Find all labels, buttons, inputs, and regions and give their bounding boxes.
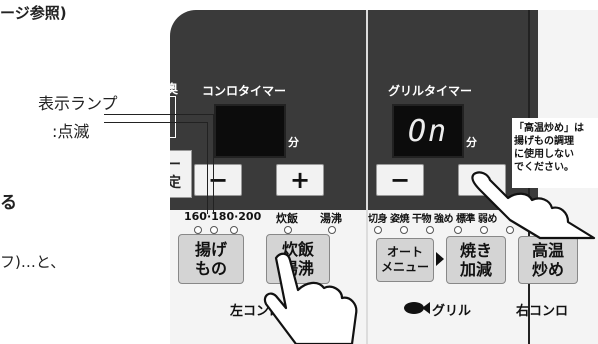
pressing-hand-icon xyxy=(471,171,596,240)
right-burner-label: 右コンロ xyxy=(516,304,569,319)
warning-note: 「高温炒め」は 揚げもの調理 に使用しない でください。 xyxy=(514,122,598,174)
stove-timer-label: コンロタイマー xyxy=(202,84,287,98)
grill-mode-label: 強め xyxy=(433,214,454,225)
back-burner-label: 奥 xyxy=(170,82,179,96)
temperature-labels: 160·180·200 xyxy=(184,210,262,223)
stove-timer-unit: 分 xyxy=(288,136,299,149)
stir-fry-label: 炒め xyxy=(531,260,564,279)
grill-mode-label: 切身 xyxy=(368,214,388,225)
temp-lamp-160 xyxy=(194,226,202,234)
deep-fry-button[interactable]: 揚げ もの xyxy=(178,234,244,284)
warning-note-line: でください。 xyxy=(514,162,574,173)
grill-mode-label: 標準 xyxy=(455,214,476,225)
stove-minus-button[interactable]: − xyxy=(194,164,242,196)
callout-leader-line xyxy=(104,122,208,123)
high-temp-stir-fry-button[interactable]: 高温 炒め xyxy=(518,236,578,284)
grill-mode-lamp xyxy=(426,226,434,234)
rice-boil-label: 炊飯 xyxy=(281,240,314,259)
grill-timer-unit: 分 xyxy=(466,136,477,149)
auto-menu-label: メニュー xyxy=(380,260,429,274)
stove-plus-button[interactable]: + xyxy=(276,164,324,196)
fish-icon xyxy=(404,302,430,314)
auto-menu-label: オート xyxy=(386,245,423,259)
grill-timer-display: On xyxy=(392,104,464,158)
boil-lamp-label: 湯沸 xyxy=(320,212,342,225)
timer-set-label: マー xyxy=(170,157,181,173)
timer-set-button[interactable]: マー 定 xyxy=(170,150,192,198)
burner-selector-box xyxy=(170,96,176,138)
control-panel: 奥 右 マー 定 コンロタイマー 分 − + 160·180·200 炊飯 湯沸… xyxy=(170,10,598,344)
grill-minus-button[interactable]: − xyxy=(376,164,424,196)
grill-mode-lamp xyxy=(400,226,408,234)
play-arrow-icon xyxy=(436,252,444,266)
warning-note-line: に使用しない xyxy=(514,149,574,160)
doc-heading-fragment: る xyxy=(0,193,17,213)
deep-fry-label: もの xyxy=(194,259,227,278)
grill-mode-label: 姿焼 xyxy=(389,214,410,225)
auto-menu-button[interactable]: オート メニュー xyxy=(376,238,434,282)
temp-lamp-180 xyxy=(210,226,218,234)
grill-mode-label: 干物 xyxy=(411,214,432,225)
grill-timer-label: グリルタイマー xyxy=(388,84,473,98)
grill-mode-label: 弱め xyxy=(477,214,498,225)
callout-leader-line xyxy=(104,114,214,115)
warning-note-line: 「高温炒め」は xyxy=(514,123,584,134)
grill-mode-labels: 切身 姿焼 干物 強め 標準 弱め xyxy=(368,210,497,225)
grill-mode-lamp xyxy=(374,226,382,234)
pressing-hand-icon xyxy=(263,252,358,344)
grill-timer-value: On xyxy=(407,113,449,149)
warning-note-line: 揚げもの調理 xyxy=(514,136,574,147)
temp-lamp-200 xyxy=(230,226,238,234)
callout-leader-line xyxy=(213,114,214,214)
indicator-lamp-label: 表示ランプ xyxy=(38,94,118,113)
blinking-label: :点滅 xyxy=(52,122,90,141)
deep-fry-label: 揚げ xyxy=(194,240,227,259)
grill-mode-lamp xyxy=(480,226,488,234)
warning-note-box xyxy=(512,118,598,188)
stove-timer-display xyxy=(214,104,286,158)
rice-lamp xyxy=(284,226,292,234)
callout-leader-line xyxy=(207,122,208,214)
grill-heat-button[interactable]: 焼き 加減 xyxy=(446,236,506,284)
grill-mode-lamp xyxy=(454,226,462,234)
grill-section-label: グリル xyxy=(432,304,472,319)
grill-heat-label: 焼き xyxy=(459,241,492,260)
grill-heat-label: 加減 xyxy=(459,260,492,279)
doc-body-fragment: フ)…と、 xyxy=(0,253,66,271)
section-divider xyxy=(366,10,368,344)
grill-mode-lamp xyxy=(506,226,514,234)
rice-lamp-label: 炊飯 xyxy=(276,212,298,225)
doc-reference-text: ージ参照) xyxy=(0,4,67,22)
timer-set-label: 定 xyxy=(170,175,181,191)
boil-lamp xyxy=(328,226,336,234)
stir-fry-label: 高温 xyxy=(531,241,564,260)
